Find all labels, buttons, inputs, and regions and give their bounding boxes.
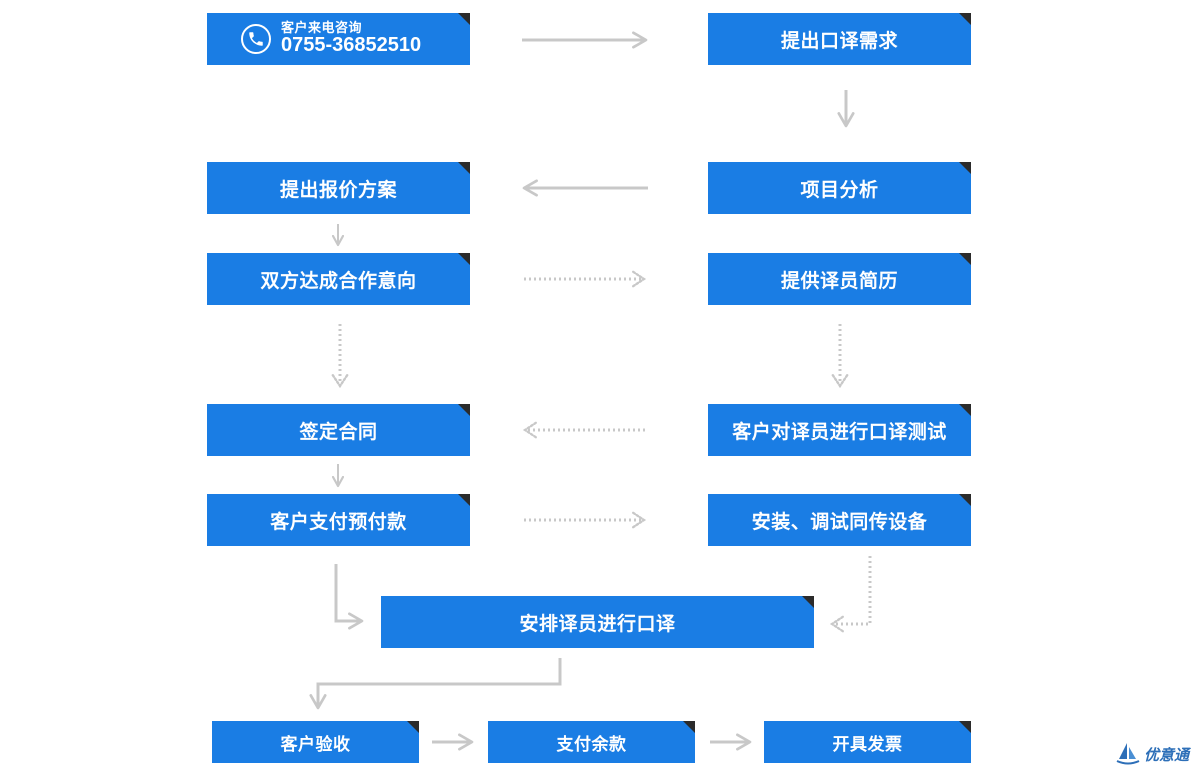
phone-number: 0755-36852510	[281, 34, 422, 57]
step-quote-label: 提出报价方案	[279, 178, 397, 201]
step-equipment-label: 安装、调试同传设备	[751, 510, 928, 533]
step-invoice: 开具发票	[764, 721, 971, 763]
step-resume: 提供译员简历	[708, 253, 971, 305]
step-balance: 支付余款	[488, 721, 695, 763]
logo-text: 优意通	[1144, 745, 1190, 764]
step-prepay-label: 客户支付预付款	[270, 510, 407, 533]
step-request-label: 提出口译需求	[780, 29, 898, 52]
step-contract: 签定合同	[207, 404, 470, 456]
brand-logo: 优意通	[1116, 740, 1196, 768]
phone-label: 客户来电咨询	[281, 20, 363, 36]
arrow-arrange-to-accept	[309, 658, 562, 710]
step-test-label: 客户对译员进行口译测试	[732, 420, 947, 443]
arrow-prepay-to-arrange	[334, 564, 364, 630]
step-quote: 提出报价方案	[207, 162, 470, 214]
step-prepay: 客户支付预付款	[207, 494, 470, 546]
step-accept-label: 客户验收	[280, 734, 351, 755]
step-contract-label: 签定合同	[299, 420, 378, 443]
phone-consult-box: 客户来电咨询 0755-36852510	[207, 13, 470, 65]
step-request: 提出口译需求	[708, 13, 971, 65]
arrow-equipment-to-arrange	[832, 556, 872, 624]
step-balance-label: 支付余款	[556, 734, 627, 755]
step-arrange: 安排译员进行口译	[381, 596, 814, 648]
step-intent: 双方达成合作意向	[207, 253, 470, 305]
step-equipment: 安装、调试同传设备	[708, 494, 971, 546]
step-test: 客户对译员进行口译测试	[708, 404, 971, 456]
phone-icon	[241, 24, 271, 54]
step-intent-label: 双方达成合作意向	[260, 269, 417, 292]
sailboat-logo-icon	[1116, 743, 1140, 765]
step-analysis: 项目分析	[708, 162, 971, 214]
step-analysis-label: 项目分析	[800, 178, 879, 201]
step-invoice-label: 开具发票	[832, 734, 903, 755]
step-arrange-label: 安排译员进行口译	[519, 612, 676, 635]
step-accept: 客户验收	[212, 721, 419, 763]
step-resume-label: 提供译员简历	[780, 269, 898, 292]
